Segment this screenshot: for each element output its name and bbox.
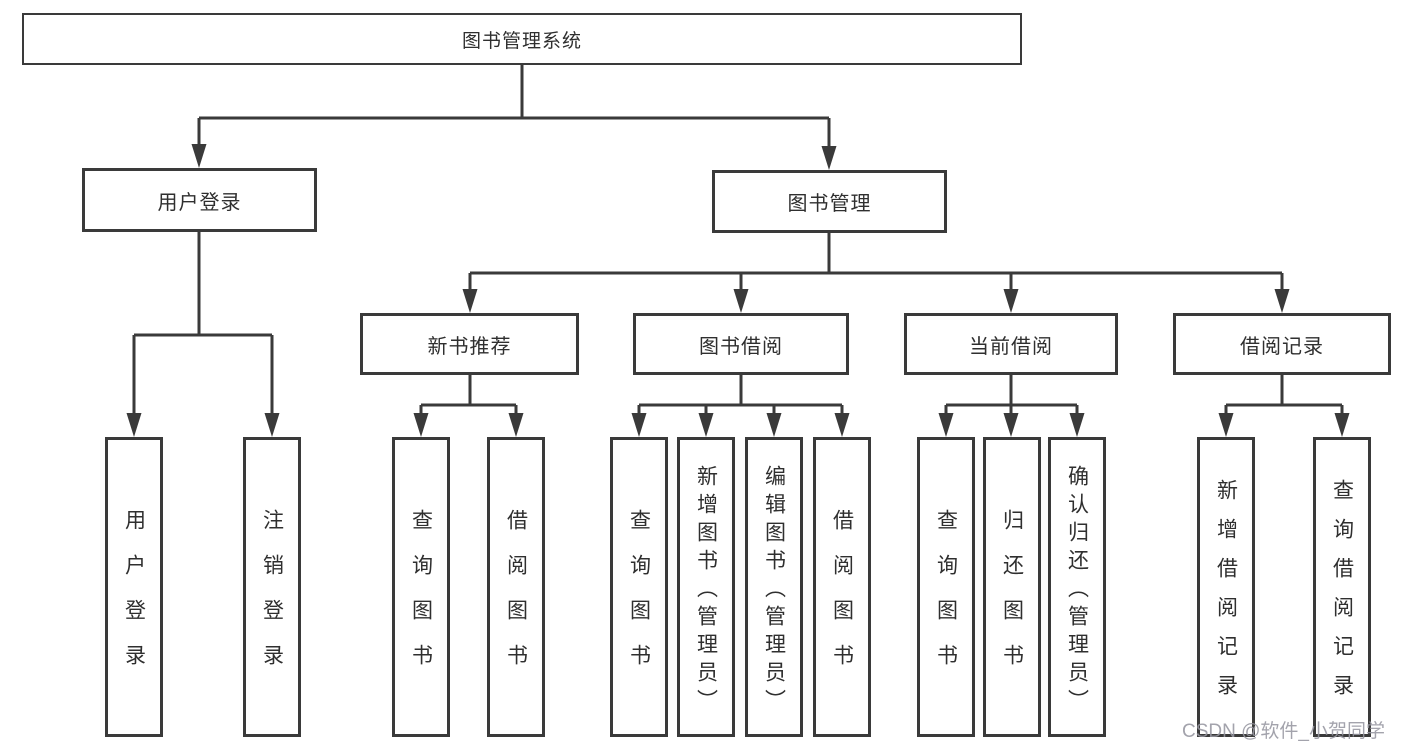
leaf-confirm-return-admin: 确认归还（管理员） (1048, 437, 1106, 737)
leaf-borrow-books-borrowing: 借阅图书 (813, 437, 871, 737)
leaf-label: 确认归还（管理员） (1065, 464, 1090, 717)
node-book-management: 图书管理 (712, 170, 947, 233)
leaf-label: 查询图书 (934, 509, 959, 689)
node-user-login: 用户登录 (82, 168, 317, 232)
node-new-book-recommend: 新书推荐 (360, 313, 579, 375)
leaf-label: 查询图书 (409, 509, 434, 689)
leaf-logout: 注销登录 (243, 437, 301, 737)
node-label: 新书推荐 (427, 335, 512, 358)
leaf-add-book-admin: 新增图书（管理员） (677, 437, 735, 737)
node-book-borrowing: 图书借阅 (633, 313, 849, 375)
node-label: 图书管理系统 (461, 30, 582, 52)
node-current-borrowing: 当前借阅 (904, 313, 1118, 375)
leaf-label: 归还图书 (1000, 509, 1025, 689)
leaf-label: 新增图书（管理员） (694, 464, 719, 717)
node-label: 图书借阅 (699, 335, 783, 358)
leaf-query-borrow-record: 查询借阅记录 (1313, 437, 1371, 737)
leaf-borrow-books-recommend: 借阅图书 (487, 437, 545, 737)
leaf-label: 借阅图书 (830, 509, 855, 689)
leaf-add-borrow-record: 新增借阅记录 (1197, 437, 1255, 737)
leaf-return-book: 归还图书 (983, 437, 1041, 737)
leaf-label: 注销登录 (260, 509, 285, 689)
leaf-query-books-recommend: 查询图书 (392, 437, 450, 737)
node-label: 用户登录 (157, 191, 242, 214)
leaf-label: 编辑图书（管理员） (762, 464, 787, 717)
leaf-label: 查询图书 (627, 509, 652, 689)
node-label: 当前借阅 (969, 335, 1053, 358)
leaf-label: 新增借阅记录 (1214, 479, 1239, 713)
leaf-user-login: 用户登录 (105, 437, 163, 737)
leaf-query-books-borrowing: 查询图书 (610, 437, 668, 737)
node-label: 图书管理 (787, 193, 872, 215)
watermark: CSDN @软件_小贺同学 (1182, 721, 1385, 742)
leaf-label: 借阅图书 (504, 509, 529, 689)
leaf-label: 查询借阅记录 (1330, 479, 1355, 713)
node-borrowing-records: 借阅记录 (1173, 313, 1391, 375)
node-label: 借阅记录 (1240, 335, 1324, 358)
leaf-edit-book-admin: 编辑图书（管理员） (745, 437, 803, 737)
leaf-query-books-current: 查询图书 (917, 437, 975, 737)
leaf-label: 用户登录 (122, 509, 147, 689)
node-library-management-system: 图书管理系统 (22, 13, 1022, 65)
